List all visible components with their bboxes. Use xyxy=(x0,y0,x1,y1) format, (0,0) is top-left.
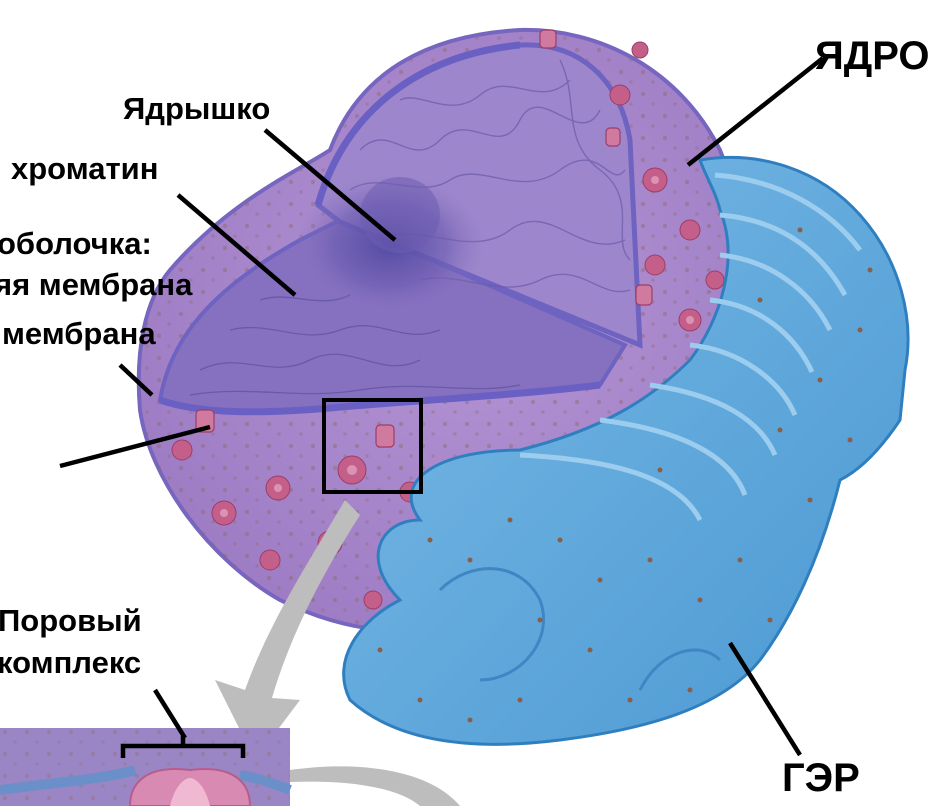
label-nucleus: ЯДРО xyxy=(815,34,930,78)
lower-arc-arrow xyxy=(290,766,460,806)
label-envelope: оболочка: xyxy=(0,227,152,261)
label-rough-er: ГЭР xyxy=(782,756,860,800)
label-chromatin: хроматин xyxy=(11,152,158,186)
leader-rer xyxy=(730,643,800,755)
label-pore-complex-line1: Поровый xyxy=(0,604,142,638)
leader-nucleus xyxy=(688,58,823,165)
label-inner-membrane: мембрана xyxy=(2,317,156,351)
label-outer-membrane: яя мембрана xyxy=(0,268,192,302)
label-nucleolus: Ядрышко xyxy=(123,92,270,126)
pore-inset xyxy=(0,728,290,806)
label-pore-complex-line2: комплекс xyxy=(0,646,141,680)
